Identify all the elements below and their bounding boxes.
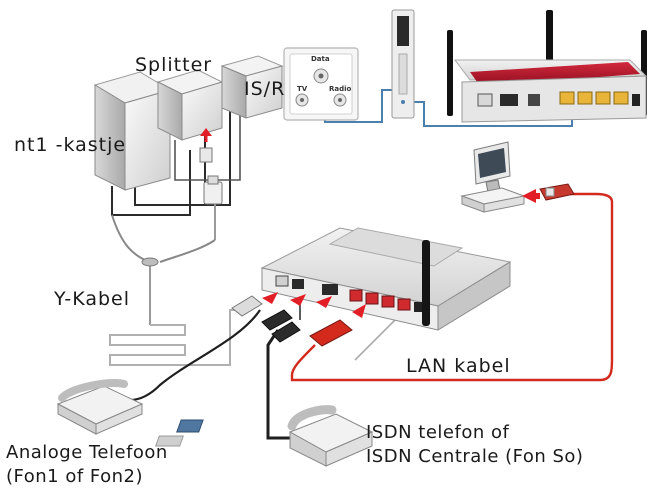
coiled-cable: [109, 309, 245, 366]
modem-tower: [391, 9, 415, 119]
socket-tv-label: TV: [297, 85, 308, 93]
analog-phone: [56, 379, 144, 435]
isr-label: IS/R: [244, 78, 286, 100]
lan-kabel-label: LAN kabel: [406, 355, 511, 377]
ykabel-label: Y-Kabel: [54, 288, 131, 310]
analog-phone-cable: [129, 309, 261, 402]
isdn-phone-label-line2: ISDN Centrale (Fon So): [366, 446, 584, 467]
splitter-cable-b: [134, 183, 205, 206]
splitter-box: [156, 69, 224, 141]
nt1-label: nt1 -kastje: [14, 134, 127, 156]
isdn-phone-cable: [266, 329, 290, 440]
main-router: [260, 227, 512, 331]
splitter-connector: [199, 128, 223, 205]
analog-phone-label-line2: (Fon1 of Fon2): [6, 466, 144, 487]
analog-phone-label-line1: Analoge Telefoon: [6, 442, 168, 463]
cable-plugs: [231, 295, 353, 347]
isdn-phone: [154, 405, 374, 467]
ykabel-branch-left: [111, 214, 151, 263]
socket-radio-label: Radio: [329, 85, 352, 93]
splitter-label: Splitter: [135, 54, 213, 76]
top-router: [447, 10, 648, 123]
isdn-phone-label-line1: ISDN telefon of: [366, 422, 510, 443]
ykabel-junction: [141, 257, 159, 267]
isr-box: [220, 55, 284, 119]
ykabel-branch-right: [159, 239, 216, 263]
lan-cable: [290, 192, 614, 382]
splitter-cable-a: [111, 150, 191, 216]
power-cable: [354, 319, 396, 361]
socket-data-label: Data: [311, 55, 330, 63]
wall-socket: [283, 47, 359, 121]
computer: [460, 141, 575, 213]
